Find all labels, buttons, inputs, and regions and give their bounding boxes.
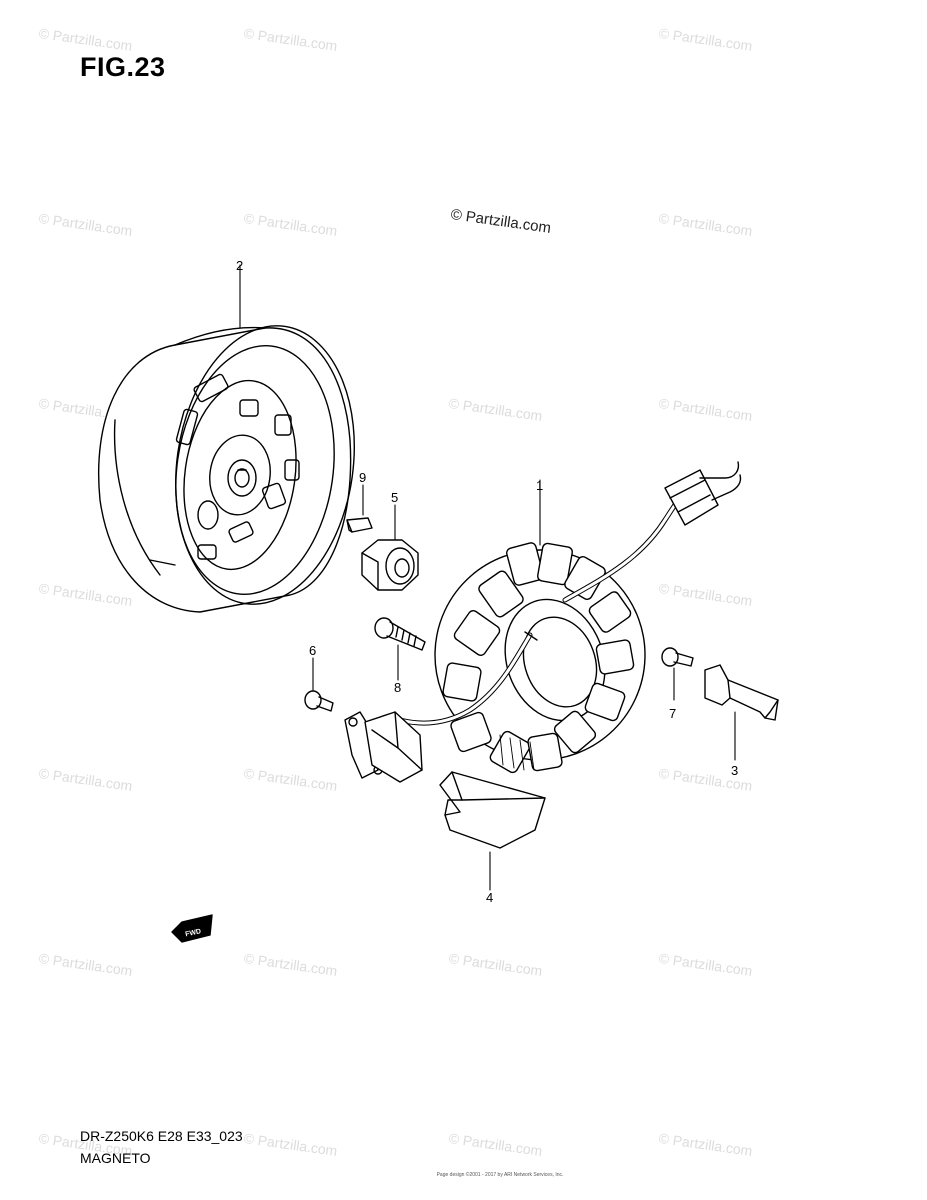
- callout-8: 8: [394, 680, 401, 695]
- page-footer: Page design ©2001 - 2017 by ARI Network …: [405, 1172, 595, 1178]
- section-name: MAGNETO: [80, 1150, 151, 1166]
- callout-9: 9: [359, 470, 366, 485]
- part-8-stator-screw[interactable]: [374, 617, 426, 681]
- callout-3: 3: [731, 763, 738, 778]
- callout-2: 2: [236, 258, 243, 273]
- part-4-guide-plate[interactable]: [439, 771, 546, 891]
- footer-line-2: Page design ©2001 - 2017 by ARI Network …: [436, 1172, 564, 1178]
- part-9-key[interactable]: [346, 484, 373, 533]
- callout-5: 5: [391, 490, 398, 505]
- fwd-arrow-icon: [171, 914, 213, 943]
- part-1-stator-coil[interactable]: [397, 461, 742, 790]
- fwd-label: FWD: [185, 928, 202, 938]
- part-7-bracket-screw[interactable]: [661, 647, 694, 701]
- callout-4: 4: [486, 890, 493, 905]
- model-code: DR-Z250K6 E28 E33_023: [80, 1128, 243, 1144]
- callout-6: 6: [309, 643, 316, 658]
- callout-labels: 1 2 3 4 5 6 7 8 9 FWD: [185, 258, 738, 938]
- callout-1: 1: [536, 478, 543, 493]
- pickup-coil[interactable]: [344, 711, 423, 783]
- part-3-wire-clamp[interactable]: [704, 664, 779, 761]
- figure-title: FIG.23: [80, 52, 166, 82]
- part-2-flywheel-rotor[interactable]: [97, 264, 372, 616]
- callout-7: 7: [669, 706, 676, 721]
- part-6-pickup-screw[interactable]: [304, 657, 334, 712]
- part-5-rotor-nut[interactable]: [361, 504, 419, 591]
